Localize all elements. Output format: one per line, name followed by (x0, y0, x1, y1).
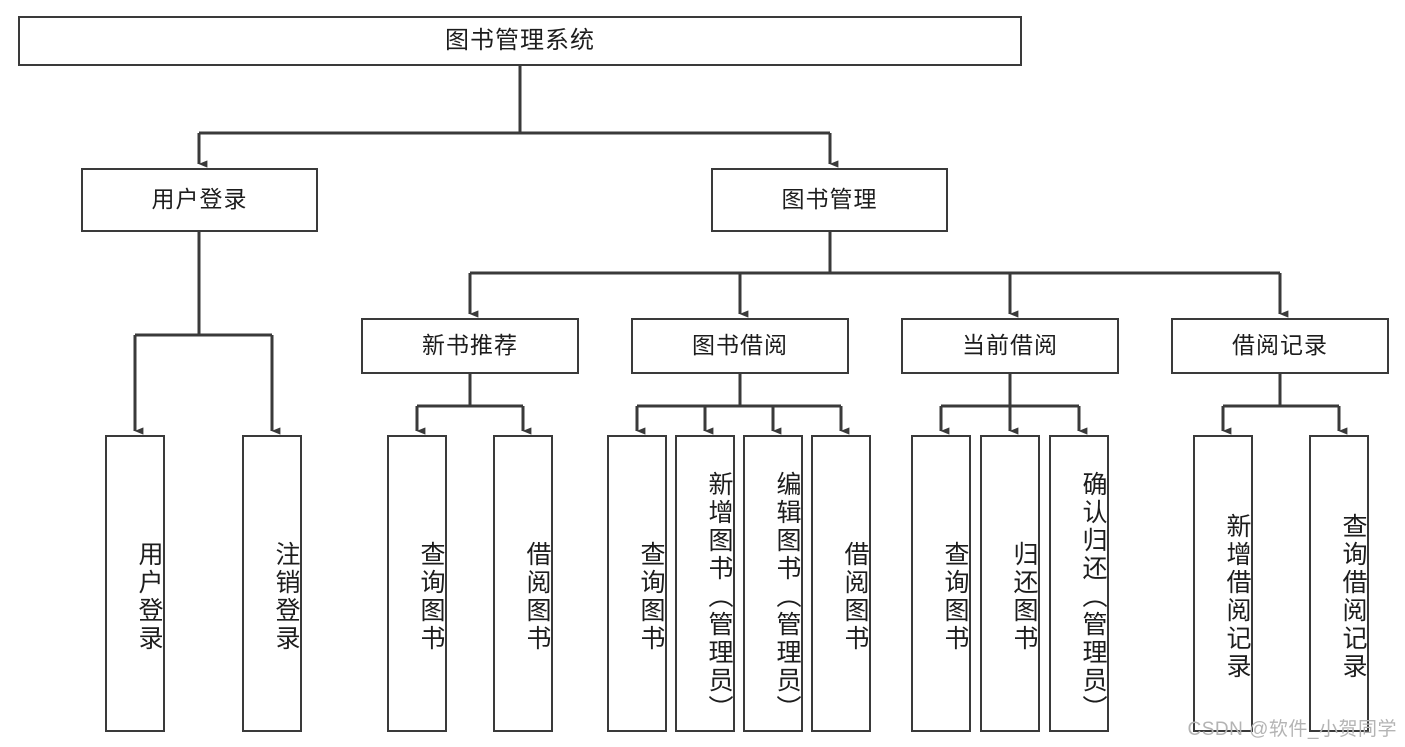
node-leaf-add-borrow-record[interactable]: 新增借阅记录 (1193, 435, 1253, 732)
node-new-book-recommend-label: 新书推荐 (422, 332, 518, 359)
node-book-manage[interactable]: 图书管理 (711, 168, 948, 232)
node-leaf-query-book-borrow[interactable]: 查询图书 (607, 435, 667, 732)
node-book-manage-label: 图书管理 (781, 186, 878, 213)
node-new-book-recommend[interactable]: 新书推荐 (361, 318, 579, 374)
csdn-watermark: CSDN @软件_小贺同学 (1187, 719, 1397, 740)
node-leaf-logout-label: 注销登录 (272, 540, 300, 653)
node-current-borrow[interactable]: 当前借阅 (901, 318, 1119, 374)
node-leaf-borrow-book-new[interactable]: 借阅图书 (493, 435, 553, 732)
node-book-borrow-label: 图书借阅 (692, 332, 788, 359)
node-leaf-confirm-return[interactable]: 确认归还（管理员） (1049, 435, 1109, 732)
node-leaf-query-book-current[interactable]: 查询图书 (911, 435, 971, 732)
node-leaf-logout[interactable]: 注销登录 (242, 435, 302, 732)
node-leaf-user-login[interactable]: 用户登录 (105, 435, 165, 732)
node-user-login-label: 用户登录 (151, 186, 248, 213)
node-leaf-user-login-label: 用户登录 (135, 540, 163, 653)
node-current-borrow-label: 当前借阅 (962, 332, 1058, 359)
node-leaf-query-borrow-record[interactable]: 查询借阅记录 (1309, 435, 1369, 732)
node-book-borrow[interactable]: 图书借阅 (631, 318, 849, 374)
node-user-login[interactable]: 用户登录 (81, 168, 318, 232)
node-leaf-query-book-new[interactable]: 查询图书 (387, 435, 447, 732)
node-leaf-query-book-current-label: 查询图书 (941, 540, 969, 653)
node-root-system[interactable]: 图书管理系统 (18, 16, 1022, 66)
node-leaf-return-book-label: 归还图书 (1010, 540, 1038, 653)
node-leaf-add-book-label: 新增图书（管理员） (705, 470, 733, 723)
node-leaf-add-book[interactable]: 新增图书（管理员） (675, 435, 735, 732)
node-borrow-record-label: 借阅记录 (1232, 332, 1328, 359)
node-leaf-query-borrow-record-label: 查询借阅记录 (1339, 512, 1367, 681)
node-leaf-query-book-borrow-label: 查询图书 (637, 540, 665, 653)
node-leaf-return-book[interactable]: 归还图书 (980, 435, 1040, 732)
node-leaf-borrow-book-label: 借阅图书 (841, 540, 869, 653)
node-leaf-borrow-book[interactable]: 借阅图书 (811, 435, 871, 732)
node-borrow-record[interactable]: 借阅记录 (1171, 318, 1389, 374)
node-leaf-query-book-new-label: 查询图书 (417, 540, 445, 653)
node-leaf-edit-book-label: 编辑图书（管理员） (773, 470, 801, 723)
node-leaf-borrow-book-new-label: 借阅图书 (523, 540, 551, 653)
node-leaf-confirm-return-label: 确认归还（管理员） (1079, 470, 1107, 723)
node-root-system-label: 图书管理系统 (445, 26, 595, 54)
node-leaf-edit-book[interactable]: 编辑图书（管理员） (743, 435, 803, 732)
node-leaf-add-borrow-record-label: 新增借阅记录 (1223, 512, 1251, 681)
